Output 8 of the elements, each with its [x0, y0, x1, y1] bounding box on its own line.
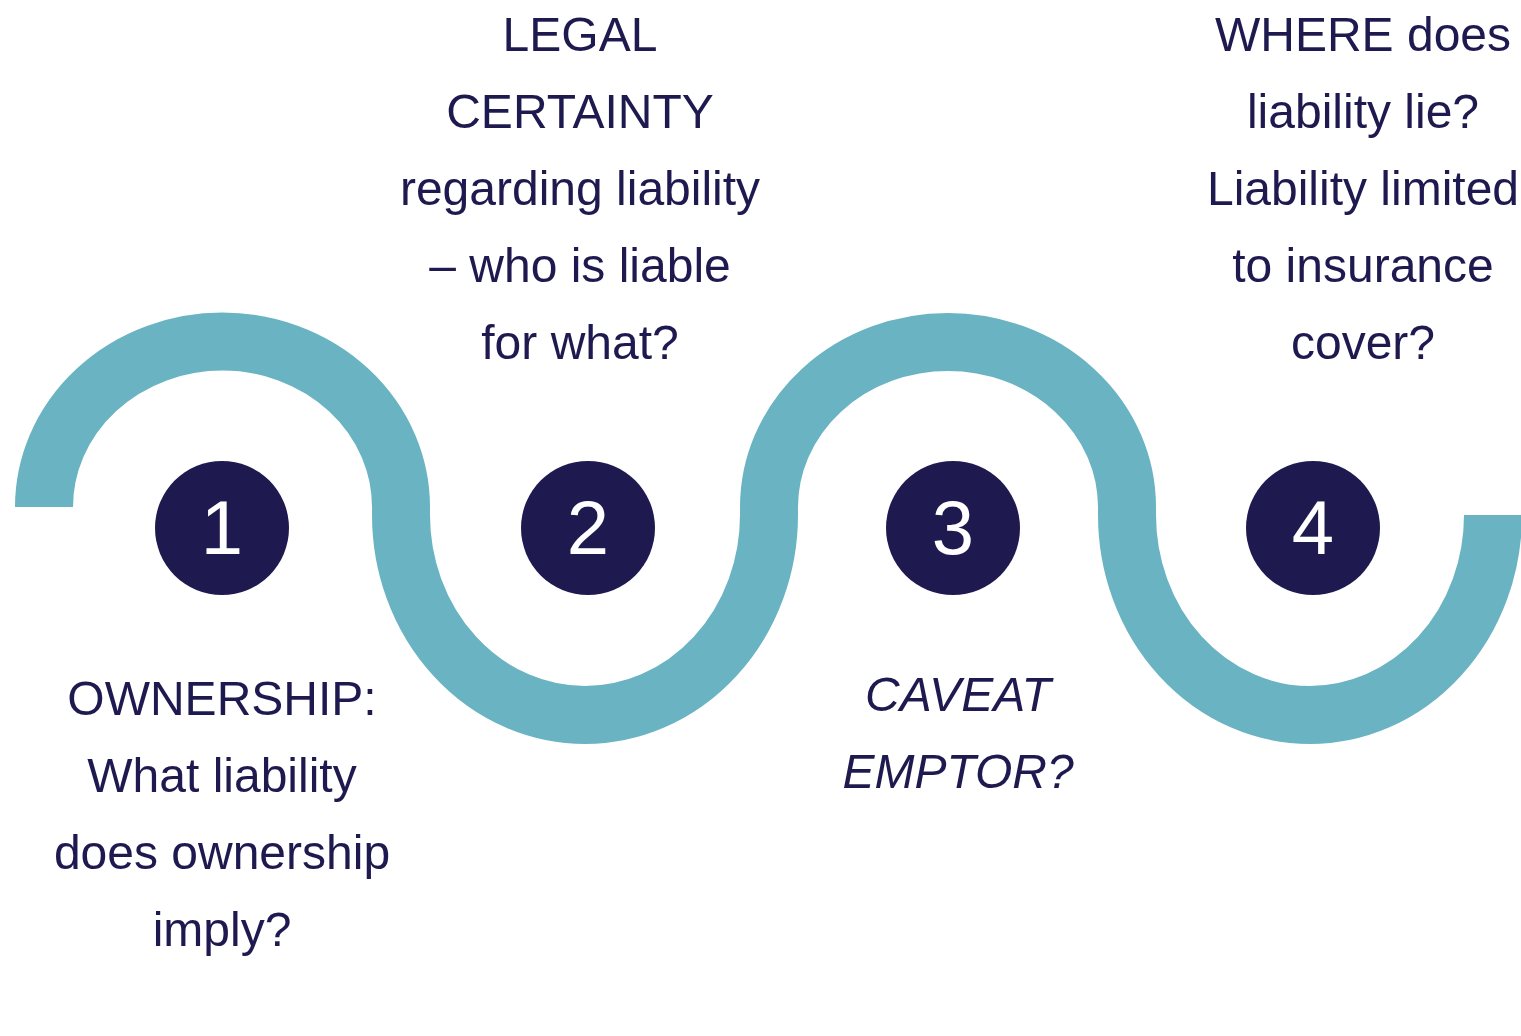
step-number-circle: 1: [155, 461, 289, 595]
step-number-circle: 3: [886, 461, 1020, 595]
step-caption: CAVEAT EMPTOR?: [841, 667, 1075, 800]
step-caption: WHERE does liability lie? Liability limited to insurance cover?: [1205, 7, 1521, 371]
step-number-circle: 2: [521, 461, 655, 595]
step-caption: OWNERSHIP: What liability does ownership imply?: [52, 671, 392, 958]
step-caption: LEGAL CERTAINTY regarding liability – who is liable for what?: [398, 7, 762, 371]
step-number-circle: 4: [1246, 461, 1380, 595]
